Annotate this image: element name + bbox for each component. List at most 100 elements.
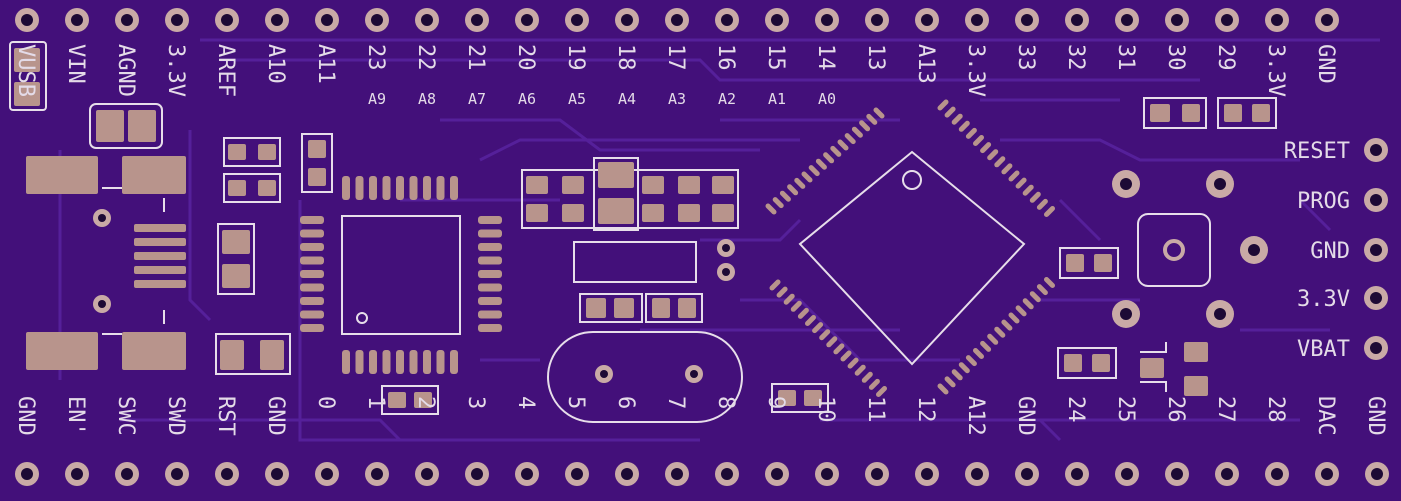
- smd-pad-6: [26, 332, 98, 370]
- smd-pad-26: [526, 204, 548, 222]
- top-pin-label-17: 13: [863, 44, 888, 71]
- right-pin-label-4: VBAT: [1297, 337, 1350, 362]
- bottom-pin-8-hole: [421, 468, 433, 480]
- mcu-pin-nw-14: [866, 113, 878, 125]
- top-pin-sublabel-13: A3: [668, 90, 686, 108]
- smd-pad-18: [308, 168, 326, 186]
- top-pin-sublabel-15: A1: [768, 90, 786, 108]
- cap-outline-1: [223, 137, 281, 167]
- bottom-pin-6-hole: [321, 468, 333, 480]
- mcu-pin-ne-1: [944, 106, 956, 118]
- smd-pad-7: [122, 332, 186, 370]
- top-pin-13-hole: [671, 14, 683, 26]
- smd-pad-30: [598, 198, 634, 224]
- smd-pad-2: [96, 110, 124, 142]
- trace-1: [220, 58, 1200, 82]
- mcu-pin-se-7: [987, 333, 999, 345]
- smd-pad-35: [712, 176, 734, 194]
- mcu-pin-nw-10: [837, 139, 849, 151]
- smd-pad-33: [678, 176, 700, 194]
- mcu-pin-nw-0: [765, 203, 777, 215]
- bottom-pin-label-14: 8: [713, 396, 738, 409]
- reset-button-outline: [1137, 213, 1211, 287]
- smd-pad-4: [26, 156, 98, 194]
- mcu-pin-ne-6: [980, 142, 992, 154]
- smd-pad-1: [14, 82, 40, 106]
- smd-pad-10: [134, 252, 186, 260]
- top-pin-label-18: A13: [913, 44, 938, 84]
- trace-7: [700, 218, 802, 242]
- bottom-pin-label-8: 2: [413, 396, 438, 409]
- diode-outline: [1143, 97, 1207, 129]
- mcu-pin-nw-5: [801, 171, 813, 183]
- usb-chip-pad-bottom-6: [423, 350, 431, 374]
- top-pin-label-9: 21: [463, 44, 488, 71]
- right-pin-label-0: RESET: [1284, 139, 1350, 164]
- bottom-pin-26-hole: [1321, 468, 1333, 480]
- top-pin-6-hole: [321, 14, 333, 26]
- top-pin-7-hole: [371, 14, 383, 26]
- mcu-pin-nw-9: [830, 145, 842, 157]
- cap-outline-6: [381, 385, 439, 415]
- cap-outline-4: [217, 223, 255, 295]
- smd-pad-13: [228, 144, 246, 160]
- right-pin-2-hole: [1370, 244, 1382, 256]
- mcu-pin-ne-3: [958, 120, 970, 132]
- mcu-pin-ne-0: [937, 99, 949, 111]
- trace-13: [120, 418, 700, 442]
- usb-chip-pad-top-2: [369, 176, 377, 200]
- bottom-pin-17-hole: [871, 468, 883, 480]
- mcu-pin-sw-1: [776, 286, 788, 298]
- top-pin-label-15: 15: [763, 44, 788, 71]
- mcu-pin-ne-4: [965, 127, 977, 139]
- trace-21: [820, 418, 1062, 442]
- top-pin-label-8: 22: [413, 44, 438, 71]
- mcu-pin-ne-14: [1036, 198, 1048, 210]
- usb-chip-pad-left-0: [300, 216, 324, 224]
- top-pin-22-hole: [1121, 14, 1133, 26]
- smd-pad-23: [388, 392, 406, 408]
- bottom-pin-label-13: 7: [663, 396, 688, 409]
- mcu-pin-nw-13: [859, 120, 871, 132]
- smd-pad-43: [1066, 254, 1084, 272]
- smd-pad-8: [134, 224, 186, 232]
- usb-chip-pad-top-5: [409, 176, 418, 200]
- mount-pin-1-hole: [1214, 178, 1226, 190]
- cap-outline-10: [1059, 247, 1119, 279]
- usb-chip-pad-right-1: [478, 229, 502, 238]
- usb-chip-pad-bottom-7: [436, 350, 445, 374]
- mcu-pin-sw-14: [868, 378, 880, 390]
- trace-6: [479, 138, 800, 162]
- mount-pin-3-hole: [1214, 308, 1226, 320]
- jumper-outline: [9, 41, 47, 111]
- bottom-pin-1-hole: [71, 468, 83, 480]
- usb-chip-pin1-dot: [356, 312, 368, 324]
- top-pin-label-26: GND: [1313, 44, 1338, 84]
- bottom-pin-label-24: 27: [1213, 396, 1238, 423]
- bottom-pin-25-hole: [1271, 468, 1283, 480]
- usb-chip-pad-top-4: [396, 176, 404, 200]
- bottom-pin-label-10: 4: [513, 396, 538, 409]
- bottom-pin-23-hole: [1171, 468, 1183, 480]
- usb-chip-pad-left-7: [300, 310, 324, 319]
- mcu-pin-ne-9: [1001, 163, 1013, 175]
- button-center: [1163, 239, 1185, 261]
- mcu-pin-se-1: [944, 376, 956, 388]
- mcu-outline: [798, 150, 1026, 366]
- bottom-pin-24-hole: [1221, 468, 1233, 480]
- mcu-pin-sw-7: [819, 329, 831, 341]
- mcu-pin-ne-12: [1022, 184, 1034, 196]
- smd-pad-39: [652, 298, 670, 318]
- usb-chip-pad-bottom-5: [409, 350, 418, 374]
- smd-pad-45: [1064, 354, 1082, 372]
- top-pin-label-12: 18: [613, 44, 638, 71]
- top-pin-label-2: AGND: [113, 44, 138, 97]
- bottom-pin-label-26: DAC: [1313, 396, 1338, 436]
- top-pin-15-hole: [771, 14, 783, 26]
- mcu-pin-nw-2: [779, 190, 791, 202]
- mcu-pin-ne-13: [1029, 191, 1041, 203]
- top-pin-10-hole: [521, 14, 533, 26]
- pin-layer: [15, 8, 1389, 486]
